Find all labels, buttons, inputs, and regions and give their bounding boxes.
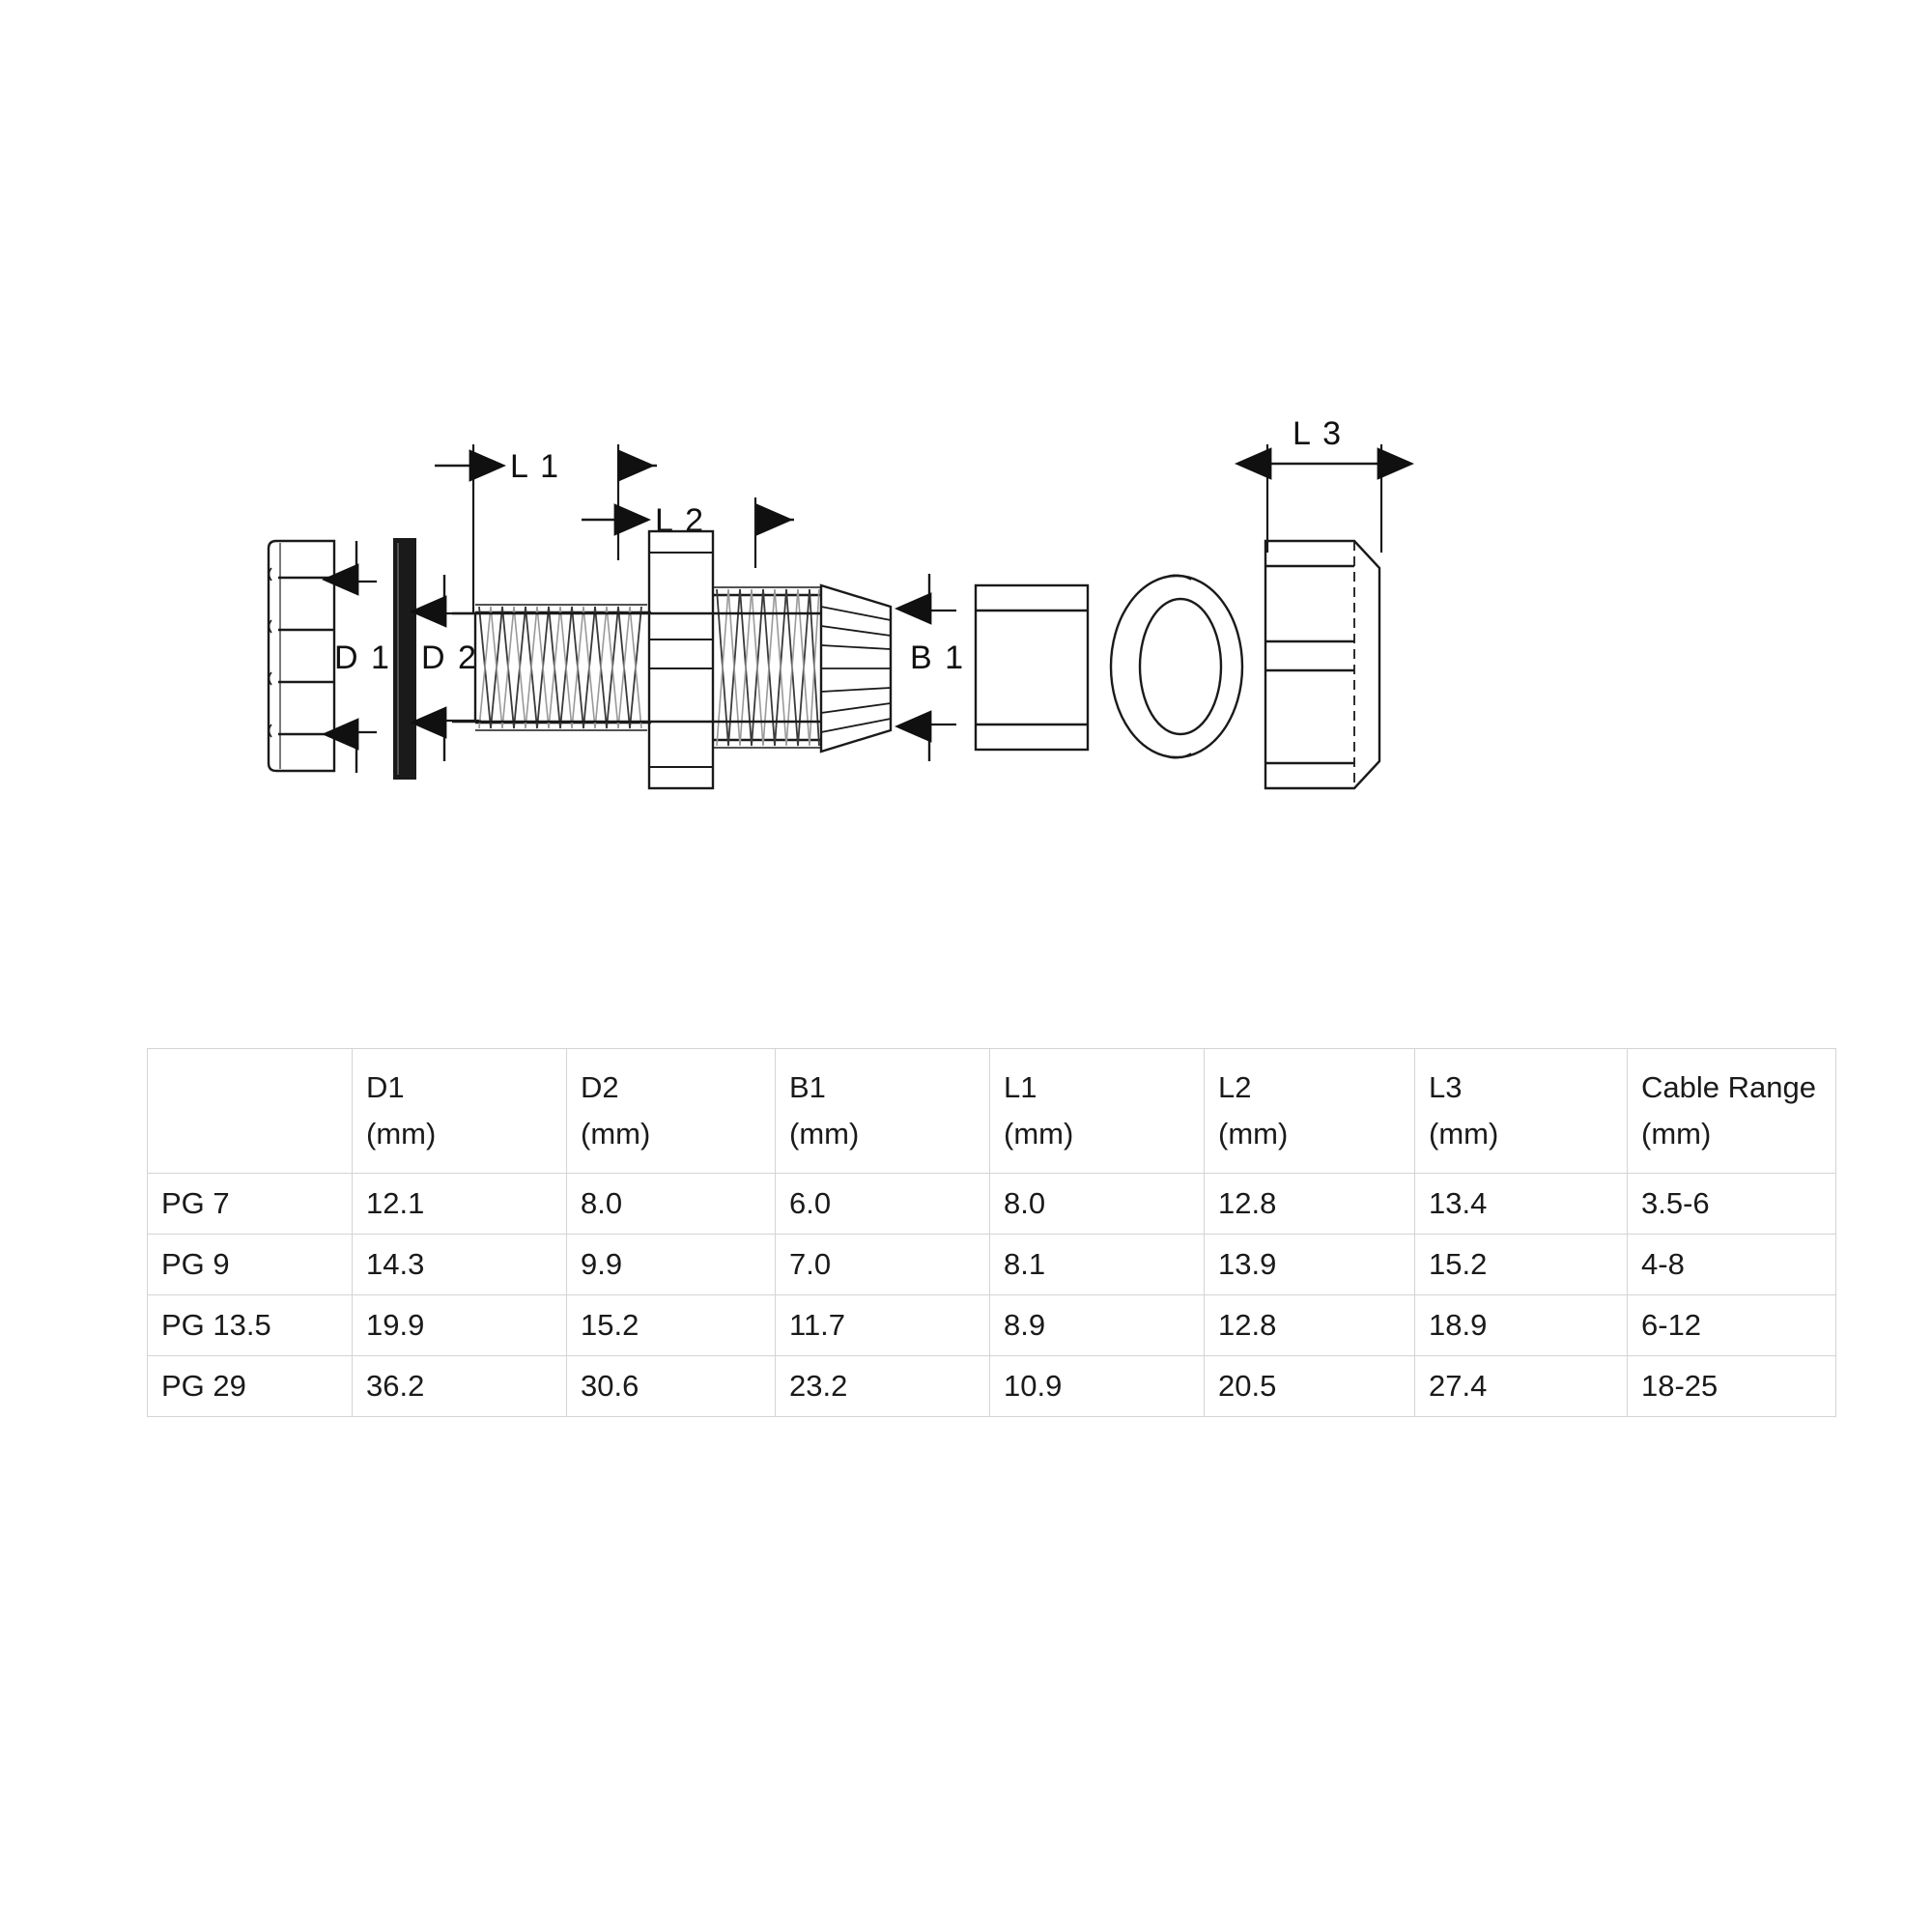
dimension-label-l2: L 2: [655, 502, 705, 539]
dimension-label-d1: D 1: [334, 639, 391, 676]
cell-d2: 15.2: [566, 1294, 776, 1356]
header-label-range: Cable Range: [1641, 1069, 1816, 1104]
thread-section-l1: [473, 604, 651, 731]
dimension-d1: D 1: [322, 541, 391, 773]
header-unit-range: (mm): [1641, 1117, 1712, 1151]
component-sleeve: [974, 583, 1090, 752]
cell-l1: 8.9: [989, 1294, 1205, 1356]
component-dome-nut: [267, 539, 336, 773]
dimension-l3: L 3: [1235, 415, 1414, 553]
cell-l1: 10.9: [989, 1355, 1205, 1417]
component-gasket: [393, 538, 416, 780]
header-unit-l3: (mm): [1429, 1117, 1499, 1151]
table-row: PG 29 36.2 30.6 23.2 10.9 20.5 27.4 18-2…: [147, 1355, 1836, 1417]
table-header-cell-name: [147, 1048, 353, 1174]
cell-d1: 12.1: [352, 1173, 567, 1235]
cell-l2: 13.9: [1204, 1234, 1415, 1295]
cell-cable-range: 4-8: [1627, 1234, 1836, 1295]
header-unit-l2: (mm): [1218, 1117, 1289, 1151]
component-threaded-body: [452, 529, 893, 790]
dimension-label-l3: L 3: [1293, 415, 1343, 452]
table-header-cell-l2: L2 (mm): [1204, 1048, 1415, 1174]
cell-d1: 14.3: [352, 1234, 567, 1295]
table-row: PG 13.5 19.9 15.2 11.7 8.9 12.8 18.9 6-1…: [147, 1294, 1836, 1356]
cell-l3: 15.2: [1414, 1234, 1628, 1295]
cell-d1: 36.2: [352, 1355, 567, 1417]
dimension-l1: L 1: [435, 448, 657, 485]
dimension-label-b1: B 1: [910, 639, 965, 676]
header-unit-l1: (mm): [1004, 1117, 1074, 1151]
cell-cable-range: 3.5-6: [1627, 1173, 1836, 1235]
component-lock-nut: [1264, 539, 1381, 790]
hex-flange: [647, 529, 715, 790]
cell-cable-range: 18-25: [1627, 1355, 1836, 1417]
cell-b1: 7.0: [775, 1234, 990, 1295]
cell-size-name: PG 13.5: [147, 1294, 353, 1356]
component-o-ring: [1109, 574, 1244, 759]
cell-size-name: PG 29: [147, 1355, 353, 1417]
cell-l1: 8.0: [989, 1173, 1205, 1235]
table-header-cell-b1: B1 (mm): [775, 1048, 990, 1174]
dimension-label-l1: L 1: [510, 448, 560, 485]
table-header-row: D1 (mm) D2 (mm) B1 (mm) L1 (mm): [147, 1048, 1836, 1174]
cell-b1: 11.7: [775, 1294, 990, 1356]
header-unit-d1: (mm): [366, 1117, 437, 1151]
cell-l2: 20.5: [1204, 1355, 1415, 1417]
header-label-d2: D2: [581, 1069, 619, 1104]
header-unit-b1: (mm): [789, 1117, 860, 1151]
cell-l1: 8.1: [989, 1234, 1205, 1295]
cell-l3: 27.4: [1414, 1355, 1628, 1417]
table-header-cell-d1: D1 (mm): [352, 1048, 567, 1174]
cell-d1: 19.9: [352, 1294, 567, 1356]
technical-drawing: L 1 L 2 L 3: [145, 406, 1826, 811]
component-collet: [819, 583, 893, 753]
table-header-cell-l3: L3 (mm): [1414, 1048, 1628, 1174]
exploded-assembly-svg: L 1 L 2 L 3: [267, 415, 1414, 790]
cell-size-name: PG 9: [147, 1234, 353, 1295]
header-label-b1: B1: [789, 1069, 826, 1104]
dimension-l2: L 2: [582, 502, 794, 539]
table-header-cell-d2: D2 (mm): [566, 1048, 776, 1174]
dimension-table: D1 (mm) D2 (mm) B1 (mm) L1 (mm): [147, 1048, 1836, 1417]
cell-b1: 23.2: [775, 1355, 990, 1417]
dimension-table-container: D1 (mm) D2 (mm) B1 (mm) L1 (mm): [147, 1048, 1836, 1417]
dimension-label-d2: D 2: [421, 639, 478, 676]
cell-l3: 18.9: [1414, 1294, 1628, 1356]
dimension-b1: B 1: [895, 574, 965, 761]
header-label-d1: D1: [366, 1069, 405, 1104]
header-label-l2: L2: [1218, 1069, 1252, 1104]
cell-l2: 12.8: [1204, 1294, 1415, 1356]
table-header-cell-range: Cable Range (mm): [1627, 1048, 1836, 1174]
cell-l3: 13.4: [1414, 1173, 1628, 1235]
cell-size-name: PG 7: [147, 1173, 353, 1235]
cell-d2: 9.9: [566, 1234, 776, 1295]
table-header-cell-l1: L1 (mm): [989, 1048, 1205, 1174]
cell-cable-range: 6-12: [1627, 1294, 1836, 1356]
thread-section-l2: [713, 586, 821, 749]
cell-l2: 12.8: [1204, 1173, 1415, 1235]
cell-b1: 6.0: [775, 1173, 990, 1235]
header-label-l1: L1: [1004, 1069, 1037, 1104]
cell-d2: 30.6: [566, 1355, 776, 1417]
dimension-d2: D 2: [410, 575, 481, 761]
header-unit-d2: (mm): [581, 1117, 651, 1151]
cell-d2: 8.0: [566, 1173, 776, 1235]
table-row: PG 7 12.1 8.0 6.0 8.0 12.8 13.4 3.5-6: [147, 1173, 1836, 1235]
table-row: PG 9 14.3 9.9 7.0 8.1 13.9 15.2 4-8: [147, 1234, 1836, 1295]
header-label-l3: L3: [1429, 1069, 1463, 1104]
